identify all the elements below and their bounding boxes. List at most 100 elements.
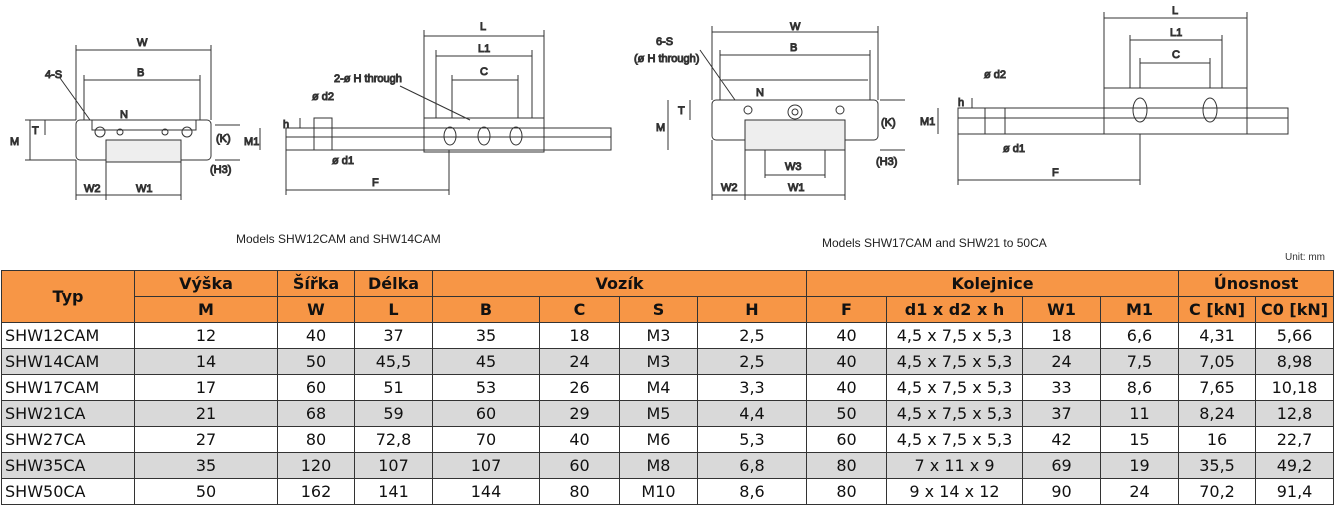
model-cell: SHW27CA <box>1 426 135 453</box>
right-front-view <box>667 26 905 200</box>
model-cell: SHW50CA <box>1 478 135 505</box>
table-cell: 35 <box>432 322 540 349</box>
label-l-left: L <box>480 21 486 33</box>
model-cell: SHW17CAM <box>1 374 135 401</box>
table-cell: 24 <box>539 348 620 375</box>
table-cell: 51 <box>354 374 433 401</box>
subheader-cell: C0 [kN] <box>1255 296 1335 323</box>
label-d1-right: ø d1 <box>1003 143 1025 155</box>
table-cell: 162 <box>277 478 355 505</box>
label-w-left: W <box>137 37 148 49</box>
label-d2-right: ø d2 <box>984 69 1006 81</box>
table-cell: 60 <box>806 426 887 453</box>
table-cell: 70 <box>432 426 540 453</box>
table-cell: 15 <box>1099 426 1180 453</box>
table-cell: 144 <box>432 478 540 505</box>
table-cell: 60 <box>539 452 620 479</box>
label-n-right: N <box>756 87 764 99</box>
caption-left: Models SHW12CAM and SHW14CAM <box>236 232 441 246</box>
label-c-left: C <box>480 66 488 78</box>
table-cell: 35,5 <box>1178 452 1257 479</box>
table-cell: 9 x 14 x 12 <box>886 478 1023 505</box>
table-cell: 2,5 <box>697 348 807 375</box>
table-cell: M3 <box>619 322 698 349</box>
label-hole-left: 2-ø H through <box>334 73 402 85</box>
table-cell: 120 <box>277 452 355 479</box>
label-h-right: h <box>958 97 964 109</box>
label-w2-left: W2 <box>84 183 101 195</box>
table-cell: 7 x 11 x 9 <box>886 452 1023 479</box>
table-cell: 69 <box>1022 452 1101 479</box>
model-cell: SHW21CA <box>1 400 135 427</box>
table-cell: M6 <box>619 426 698 453</box>
table-cell: 4,5 x 7,5 x 5,3 <box>886 400 1023 427</box>
unit-label: Unit: mm <box>1285 252 1325 263</box>
label-d1-left: ø d1 <box>332 155 354 167</box>
label-s-right: 6-S <box>656 36 673 48</box>
table-cell: 50 <box>806 400 887 427</box>
table-cell: 80 <box>277 426 355 453</box>
label-l-right: L <box>1172 5 1178 17</box>
sub-header-row: M W L B C S H F d1 x d2 x h W1 M1 C [kN]… <box>2 296 1335 323</box>
subheader-cell: W1 <box>1022 296 1101 323</box>
table-cell: 50 <box>134 478 278 505</box>
subheader-cell: L <box>354 296 433 323</box>
subheader-cell: C [kN] <box>1178 296 1257 323</box>
table-cell: 7,65 <box>1178 374 1257 401</box>
table-cell: 29 <box>539 400 620 427</box>
table-cell: M10 <box>619 478 698 505</box>
label-t-left: T <box>32 125 39 137</box>
table-cell: 11 <box>1099 400 1180 427</box>
table-cell: 2,5 <box>697 322 807 349</box>
table-cell: 72,8 <box>354 426 433 453</box>
table-cell: 27 <box>134 426 278 453</box>
label-d2-left: ø d2 <box>312 91 334 103</box>
table-cell: 141 <box>354 478 433 505</box>
table-cell: 12,8 <box>1255 400 1335 427</box>
subheader-cell: M <box>134 296 278 323</box>
label-c-right: C <box>1172 49 1180 61</box>
table-cell: 10,18 <box>1255 374 1335 401</box>
table-cell: 33 <box>1022 374 1101 401</box>
label-m-right: M <box>656 122 665 134</box>
table-cell: 5,66 <box>1255 322 1335 349</box>
subheader-cell: H <box>697 296 807 323</box>
table-cell: 35 <box>134 452 278 479</box>
table-cell: 107 <box>354 452 433 479</box>
table-cell: 12 <box>134 322 278 349</box>
table-cell: 22,7 <box>1255 426 1335 453</box>
table-cell: M5 <box>619 400 698 427</box>
label-l1-left: L1 <box>478 43 490 55</box>
table-cell: 37 <box>1022 400 1101 427</box>
label-w-right: W <box>790 21 801 33</box>
table-cell: 37 <box>354 322 433 349</box>
label-k-left: (K) <box>216 133 231 145</box>
label-s-left: 4-S <box>45 69 62 81</box>
table-cell: 3,3 <box>697 374 807 401</box>
label-n-left: N <box>120 109 128 121</box>
table-cell: M4 <box>619 374 698 401</box>
table-cell: 49,2 <box>1255 452 1335 479</box>
label-w1-right: W1 <box>788 182 805 194</box>
table-cell: 17 <box>134 374 278 401</box>
table-cell: 80 <box>806 452 887 479</box>
header-kolejnice: Kolejnice <box>805 270 1180 297</box>
table-cell: 24 <box>1099 478 1180 505</box>
model-cell: SHW35CA <box>1 452 135 479</box>
header-unosnost: Únosnost <box>1178 270 1335 297</box>
table-cell: 7,5 <box>1099 348 1180 375</box>
table-cell: 18 <box>1022 322 1101 349</box>
label-hole-right: (ø H through) <box>634 53 699 65</box>
table-cell: M8 <box>619 452 698 479</box>
table-cell: 60 <box>432 400 540 427</box>
model-cell: SHW14CAM <box>1 348 135 375</box>
table-cell: 60 <box>277 374 355 401</box>
table-cell: 59 <box>354 400 433 427</box>
table-cell: 4,5 x 7,5 x 5,3 <box>886 374 1023 401</box>
table-cell: 19 <box>1099 452 1180 479</box>
table-cell: 45,5 <box>354 348 433 375</box>
